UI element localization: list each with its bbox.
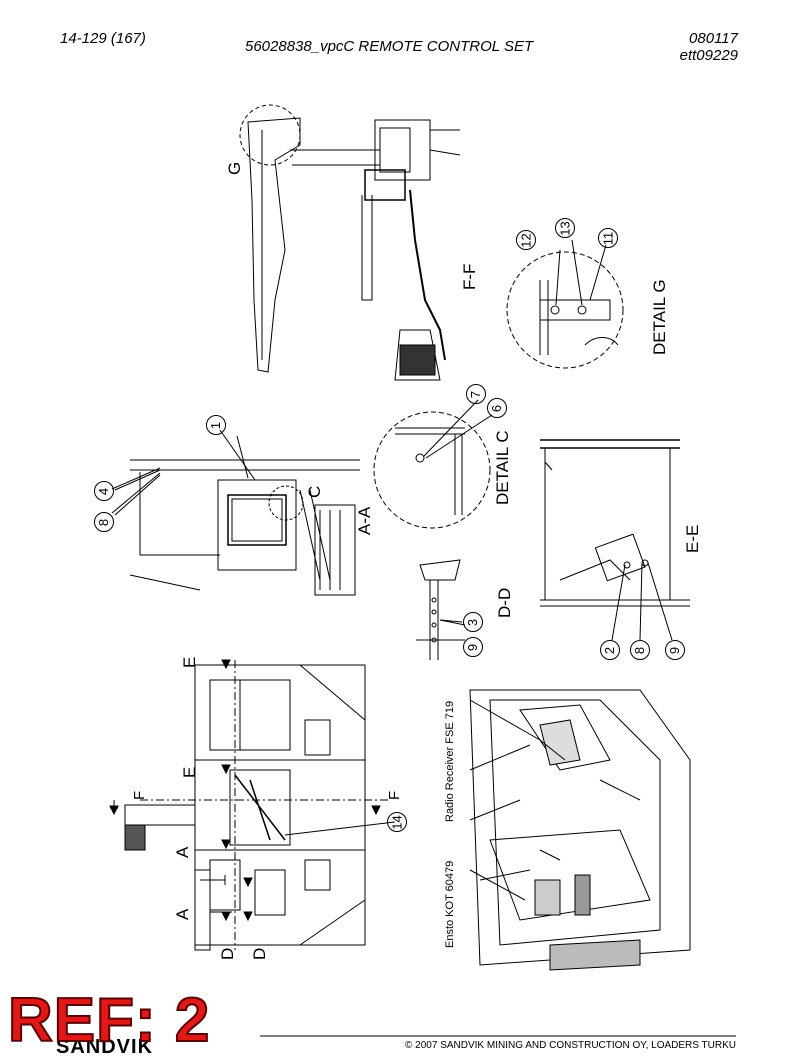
callout-8: 8 [630,640,650,660]
detail-g-marker: G [225,161,244,175]
section-marker-f: F [386,790,403,800]
section-marker-e: E [180,766,199,778]
section-dd-drawing [416,559,466,660]
document-date: 080117 [689,30,738,47]
section-marker-d: D [250,947,269,960]
detail-g-drawing [506,239,624,369]
radio-receiver-label: Radio Receiver FSE 719 [444,700,456,822]
callout-12: 12 [516,230,536,250]
callout-14: 14 [387,812,407,832]
callout-1: 1 [206,415,226,435]
section-arrows [109,659,381,922]
callout-3: 3 [463,612,483,632]
document-reference: ett09229 [679,47,738,64]
section-ee-drawing [540,439,690,641]
callout-2: 2 [600,640,620,660]
detail-c-marker: C [305,485,324,498]
section-aa-drawing [114,429,360,596]
reference-stamp: REF: 2 [7,986,211,1055]
section-ff-label: F-F [460,263,479,290]
section-marker-a: A [173,846,192,858]
cabin-perspective-drawing [469,689,691,971]
ensto-label: Ensto KOT 60479 [444,860,456,948]
callout-9: 9 [463,637,483,657]
document-title: 56028838_vpcC REMOTE CONTROL SET [245,38,534,55]
machine-side-view-drawing [124,660,390,951]
page-number: 14-129 (167) [60,30,146,47]
section-ff-drawing [239,104,461,381]
copyright-notice: © 2007 SANDVIK MINING AND CONSTRUCTION O… [405,1040,736,1051]
section-aa-label: A-A [355,506,374,535]
callout-7: 7 [466,384,486,404]
section-ee-label: E-E [683,524,702,553]
section-marker-d: D [218,947,237,960]
callout-13: 13 [555,218,575,238]
detail-g-label: DETAIL G [650,279,669,355]
section-marker-f: F [131,790,148,800]
detail-c-drawing [373,399,493,529]
callout-8: 8 [94,512,114,532]
callout-4: 4 [94,481,114,501]
section-marker-e: E [180,656,199,668]
callout-9: 9 [665,640,685,660]
callout-6: 6 [487,398,507,418]
section-dd-label: D-D [495,587,514,618]
detail-c-label: DETAIL C [493,430,512,505]
leader-lines [111,435,463,836]
section-marker-a: A [173,908,192,920]
callout-11: 11 [598,228,618,248]
